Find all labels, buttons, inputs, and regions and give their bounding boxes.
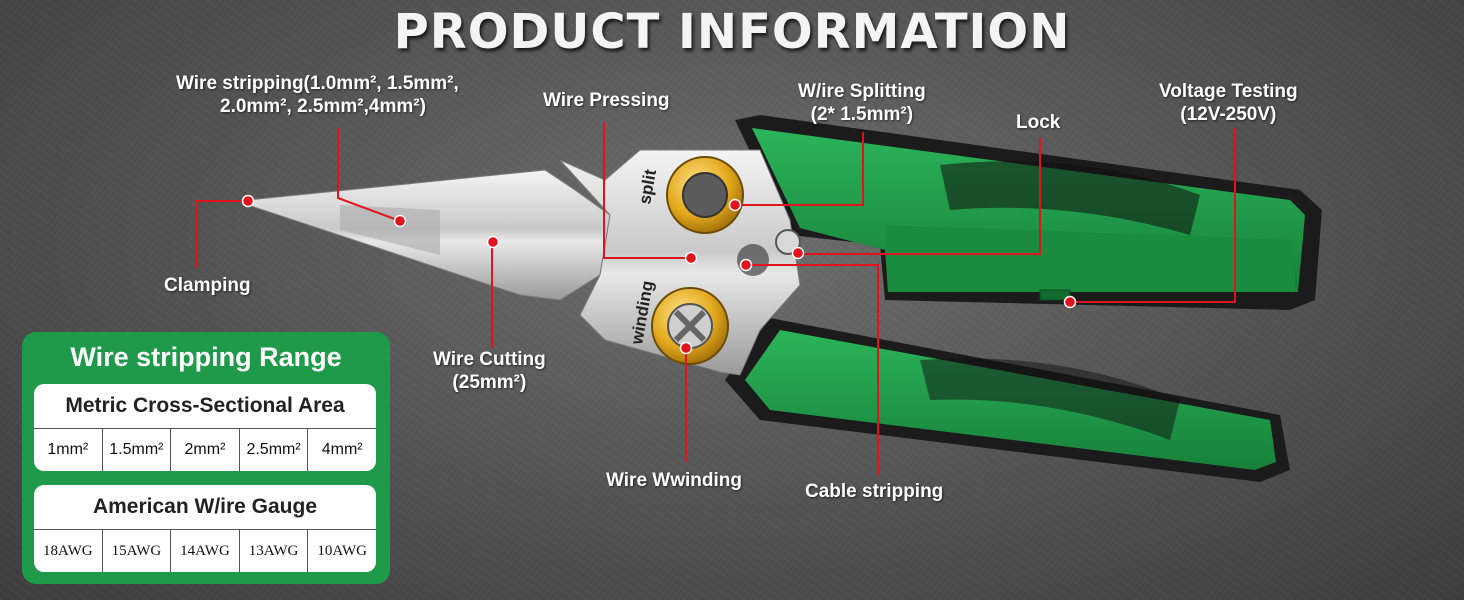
- awg-cell: 15AWG: [103, 530, 172, 572]
- metric-cell: 4mm²: [321, 441, 363, 458]
- awg-cell: 18AWG: [34, 530, 103, 572]
- label-lock: Lock: [1016, 112, 1061, 133]
- metric-row: 1mm² 1.5mm² 2mm² 2.5mm² 4mm²: [34, 429, 376, 471]
- wire-stripping-range-panel: Wire stripping Range Metric Cross-Sectio…: [22, 332, 390, 584]
- metric-table: Metric Cross-Sectional Area 1mm² 1.5mm² …: [34, 384, 376, 471]
- lower-handle: [725, 318, 1290, 482]
- awg-row: 18AWG 15AWG 14AWG 13AWG 10AWG: [34, 530, 376, 572]
- awg-cell: 10AWG: [317, 542, 367, 559]
- awg-cell: 14AWG: [171, 530, 240, 572]
- pivot-lock-icon: [775, 229, 801, 255]
- metric-cell: 2.5mm²: [240, 429, 309, 471]
- awg-cell: 13AWG: [240, 530, 309, 572]
- awg-heading: American W/ire Gauge: [34, 485, 376, 530]
- label-voltage-testing: Voltage Testing (12V-250V): [1159, 81, 1298, 125]
- metric-cell: 1mm²: [34, 429, 103, 471]
- page-title: PRODUCT INFORMATION: [393, 4, 1071, 60]
- label-wire-winding: Wire Wwinding: [606, 470, 742, 491]
- label-wire-stripping: Wire stripping(1.0mm², 1.5mm², 2.0mm², 2…: [176, 73, 459, 117]
- upper-handle: [735, 115, 1322, 310]
- callout-lines: [196, 122, 1236, 475]
- label-wire-cutting: Wire Cutting (25mm²): [433, 349, 546, 393]
- callout-dots: [241, 194, 1077, 355]
- awg-table: American W/ire Gauge 18AWG 15AWG 14AWG 1…: [34, 485, 376, 572]
- metric-cell: 1.5mm²: [103, 429, 172, 471]
- metric-cell: 2mm²: [171, 429, 240, 471]
- label-wire-splitting: W/ire Splitting (2* 1.5mm²): [798, 81, 926, 125]
- label-cable-stripping: Cable stripping: [805, 481, 944, 502]
- metric-heading: Metric Cross-Sectional Area: [34, 384, 376, 429]
- label-clamping: Clamping: [164, 275, 251, 296]
- label-wire-pressing: Wire Pressing: [543, 90, 670, 111]
- panel-title: Wire stripping Range: [70, 342, 342, 372]
